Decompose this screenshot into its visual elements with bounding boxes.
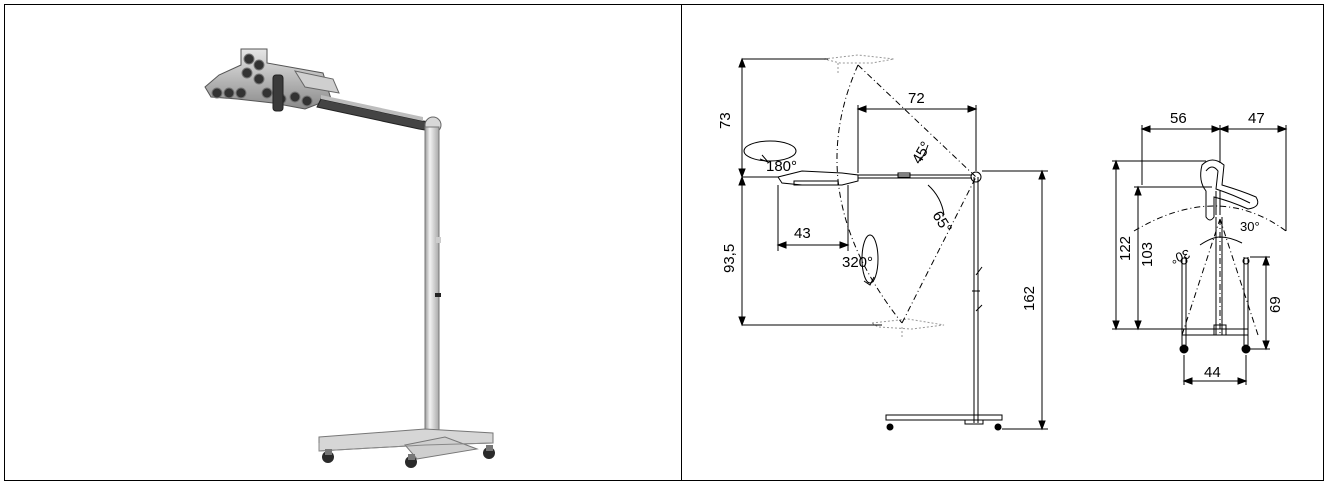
dim-angle-30-left: 30° xyxy=(1168,246,1192,267)
dim-angle-45: 45° xyxy=(909,139,935,167)
technical-drawing-panel: 73 72 180° 45° 65° 43 320° 93,5 162 56 4… xyxy=(681,4,1324,481)
lamp-base xyxy=(318,428,495,468)
lamp-arm xyxy=(293,70,442,134)
dim-rotation-320: 320° xyxy=(842,254,873,271)
dim-angle-65: 65° xyxy=(929,208,955,236)
lamp-render xyxy=(204,48,495,468)
dim-head-depth: 43 xyxy=(794,225,811,242)
dim-base-left-width: 56 xyxy=(1170,110,1187,127)
dimension-labels: 73 72 180° 45° 65° 43 320° 93,5 162 56 4… xyxy=(717,90,1284,381)
dim-height-122: 122 xyxy=(1117,236,1134,261)
dim-angle-30-right: 30° xyxy=(1240,219,1260,234)
lamp-pole xyxy=(424,126,441,446)
dim-lower-offset: 93,5 xyxy=(721,244,738,273)
caster-wheels xyxy=(322,445,495,468)
dim-base-width-44: 44 xyxy=(1204,364,1221,381)
dim-height-103: 103 xyxy=(1139,242,1156,267)
dim-height-69: 69 xyxy=(1267,296,1284,313)
dim-total-height: 162 xyxy=(1021,286,1038,311)
product-render-panel xyxy=(4,4,682,481)
dim-rotation-180: 180° xyxy=(766,158,797,175)
dimension-drawing: 73 72 180° 45° 65° 43 320° 93,5 162 56 4… xyxy=(717,54,1288,431)
dim-arm-reach: 72 xyxy=(908,90,925,107)
dim-base-right-width: 47 xyxy=(1248,110,1265,127)
lamp-head xyxy=(204,48,332,112)
dim-top-offset: 73 xyxy=(717,112,734,129)
